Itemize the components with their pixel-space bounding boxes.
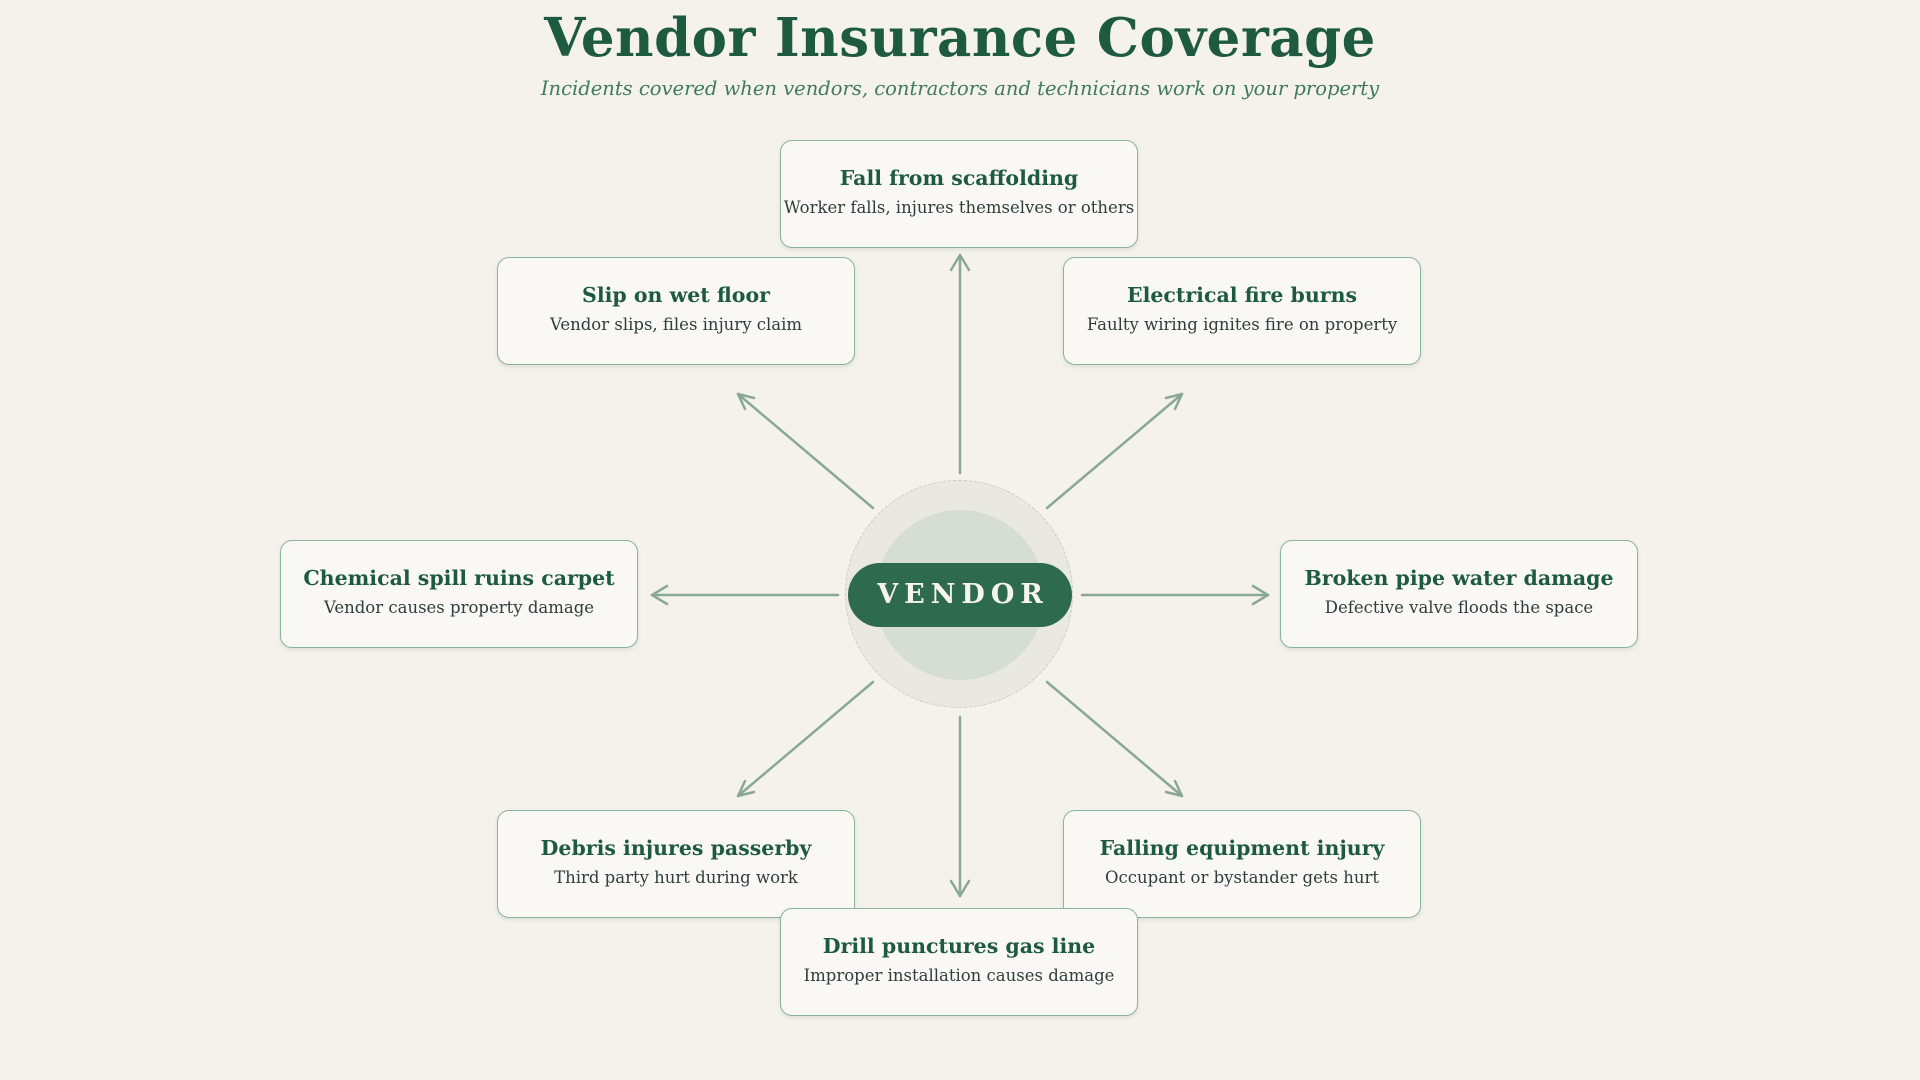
incident-title: Debris injures passerby: [540, 836, 812, 860]
incident-title: Chemical spill ruins carpet: [303, 566, 615, 590]
incident-description: Faulty wiring ignites fire on property: [1086, 315, 1398, 334]
incident-card-broken-pipe: Broken pipe water damage Defective valve…: [1280, 540, 1638, 648]
page-title: Vendor Insurance Coverage: [544, 7, 1376, 69]
arrow-to-broken-pipe: [1080, 584, 1270, 606]
arrow-to-debris-injures-passerby: [736, 680, 875, 798]
incident-title: Falling equipment injury: [1099, 836, 1385, 860]
incident-title: Fall from scaffolding: [839, 166, 1079, 190]
incident-title: Drill punctures gas line: [822, 934, 1096, 958]
incident-card-chemical-spill: Chemical spill ruins carpet Vendor cause…: [280, 540, 638, 648]
incident-description: Defective valve floods the space: [1324, 598, 1594, 617]
incident-description: Occupant or bystander gets hurt: [1105, 868, 1379, 887]
incident-card-debris-injures-passerby: Debris injures passerby Third party hurt…: [497, 810, 855, 918]
incident-title: Slip on wet floor: [582, 283, 770, 307]
incident-description: Improper installation causes damage: [803, 966, 1115, 985]
arrow-to-electrical-fire-burns: [1045, 392, 1184, 510]
incident-card-falling-equipment: Falling equipment injury Occupant or bys…: [1063, 810, 1421, 918]
incident-description: Vendor slips, files injury claim: [549, 315, 803, 334]
incident-description: Vendor causes property damage: [323, 598, 595, 617]
arrow-to-slip-on-wet-floor: [736, 392, 875, 510]
incident-description: Worker falls, injures themselves or othe…: [783, 198, 1135, 217]
incident-card-slip-on-wet-floor: Slip on wet floor Vendor slips, files in…: [497, 257, 855, 365]
incident-title: Electrical fire burns: [1126, 283, 1358, 307]
incident-card-drill-punctures-gas-line: Drill punctures gas line Improper instal…: [780, 908, 1138, 1016]
arrow-to-chemical-spill: [650, 584, 840, 606]
incident-description: Third party hurt during work: [554, 868, 798, 887]
incident-card-fall-from-scaffolding: Fall from scaffolding Worker falls, inju…: [780, 140, 1138, 248]
arrow-to-falling-equipment: [1045, 680, 1184, 798]
incident-title: Broken pipe water damage: [1304, 566, 1614, 590]
arrow-to-fall-from-scaffolding: [949, 253, 971, 475]
arrow-to-drill-punctures-gas-line: [949, 715, 971, 898]
vendor-hub-label: VENDOR: [848, 563, 1072, 627]
incident-card-electrical-fire-burns: Electrical fire burns Faulty wiring igni…: [1063, 257, 1421, 365]
page-subtitle: Incidents covered when vendors, contract…: [540, 77, 1380, 100]
